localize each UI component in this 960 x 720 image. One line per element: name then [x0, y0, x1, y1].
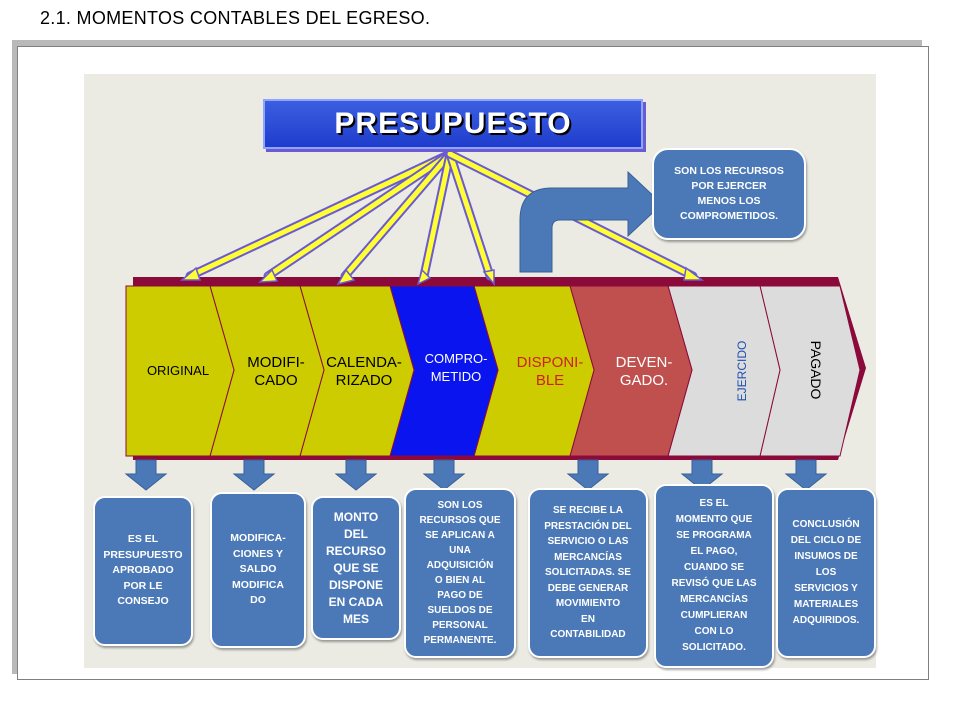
note-text: SON LOS RECURSOS POR EJERCER MENOS LOS C… [674, 165, 784, 222]
ray-arrowheads [179, 266, 705, 287]
desc-box-devengado: SE RECIBE LA PRESTACIÓN DEL SERVICIO O L… [528, 488, 648, 658]
stage-label-ejercido: EJERCIDO [735, 340, 749, 402]
desc-box-pagado: CONCLUSIÓN DEL CICLO DE INSUMOS DE LOS S… [776, 488, 876, 658]
desc-box-calendarizado: MONTO DEL RECURSO QUE SE DISPONE EN CADA… [311, 496, 401, 640]
desc-text-pagado: CONCLUSIÓN DEL CICLO DE INSUMOS DE LOS S… [790, 519, 862, 626]
desc-text-devengado: SE RECIBE LA PRESTACIÓN DEL SERVICIO O L… [544, 505, 632, 641]
stage-label-disponible: DISPONI- BLE [516, 354, 584, 389]
stage-label-devengado: DEVEN- GADO. [615, 354, 673, 389]
stage-shape-original [125, 285, 235, 457]
desc-text-modificado: MODIFICA- CIONES Y SALDO MODIFICA DO [230, 532, 286, 607]
presupuesto-title-box: PRESUPUESTO [263, 99, 643, 149]
desc-text-comprometido: SON LOS RECURSOS QUE SE APLICAN A UNA AD… [419, 500, 501, 646]
desc-box-ejercido: ES EL MOMENTO QUE SE PROGRAMA EL PAGO, C… [654, 484, 774, 668]
down-arrows [124, 459, 828, 491]
desc-text-calendarizado: MONTO DEL RECURSO QUE SE DISPONE EN CADA… [325, 509, 386, 626]
ray-arrows [185, 149, 698, 281]
stage-label-modificado: MODIFI- CADO [247, 354, 305, 389]
stage-label-comprometido: COMPRO- METIDO [424, 351, 488, 384]
desc-text-original: ES EL PRESUPUESTO APROBADO POR LE CONSEJ… [103, 533, 183, 608]
desc-box-comprometido: SON LOS RECURSOS QUE SE APLICAN A UNA AD… [404, 488, 516, 658]
desc-box-original: ES EL PRESUPUESTO APROBADO POR LE CONSEJ… [93, 496, 193, 646]
desc-box-modificado: MODIFICA- CIONES Y SALDO MODIFICA DO [210, 492, 306, 648]
stage-label-calendarizado: CALENDA- RIZADO [326, 354, 402, 389]
desc-text-ejercido: ES EL MOMENTO QUE SE PROGRAMA EL PAGO, C… [671, 498, 757, 653]
bent-arrow [519, 170, 663, 273]
note-box: SON LOS RECURSOS POR EJERCER MENOS LOS C… [652, 148, 806, 240]
slide-heading: 2.1. MOMENTOS CONTABLES DEL EGRESO. [40, 8, 431, 28]
presupuesto-title: PRESUPUESTO [334, 107, 572, 140]
stage-label-pagado: PAGADO [808, 340, 824, 400]
stage-label-original: ORIGINAL [146, 363, 210, 378]
